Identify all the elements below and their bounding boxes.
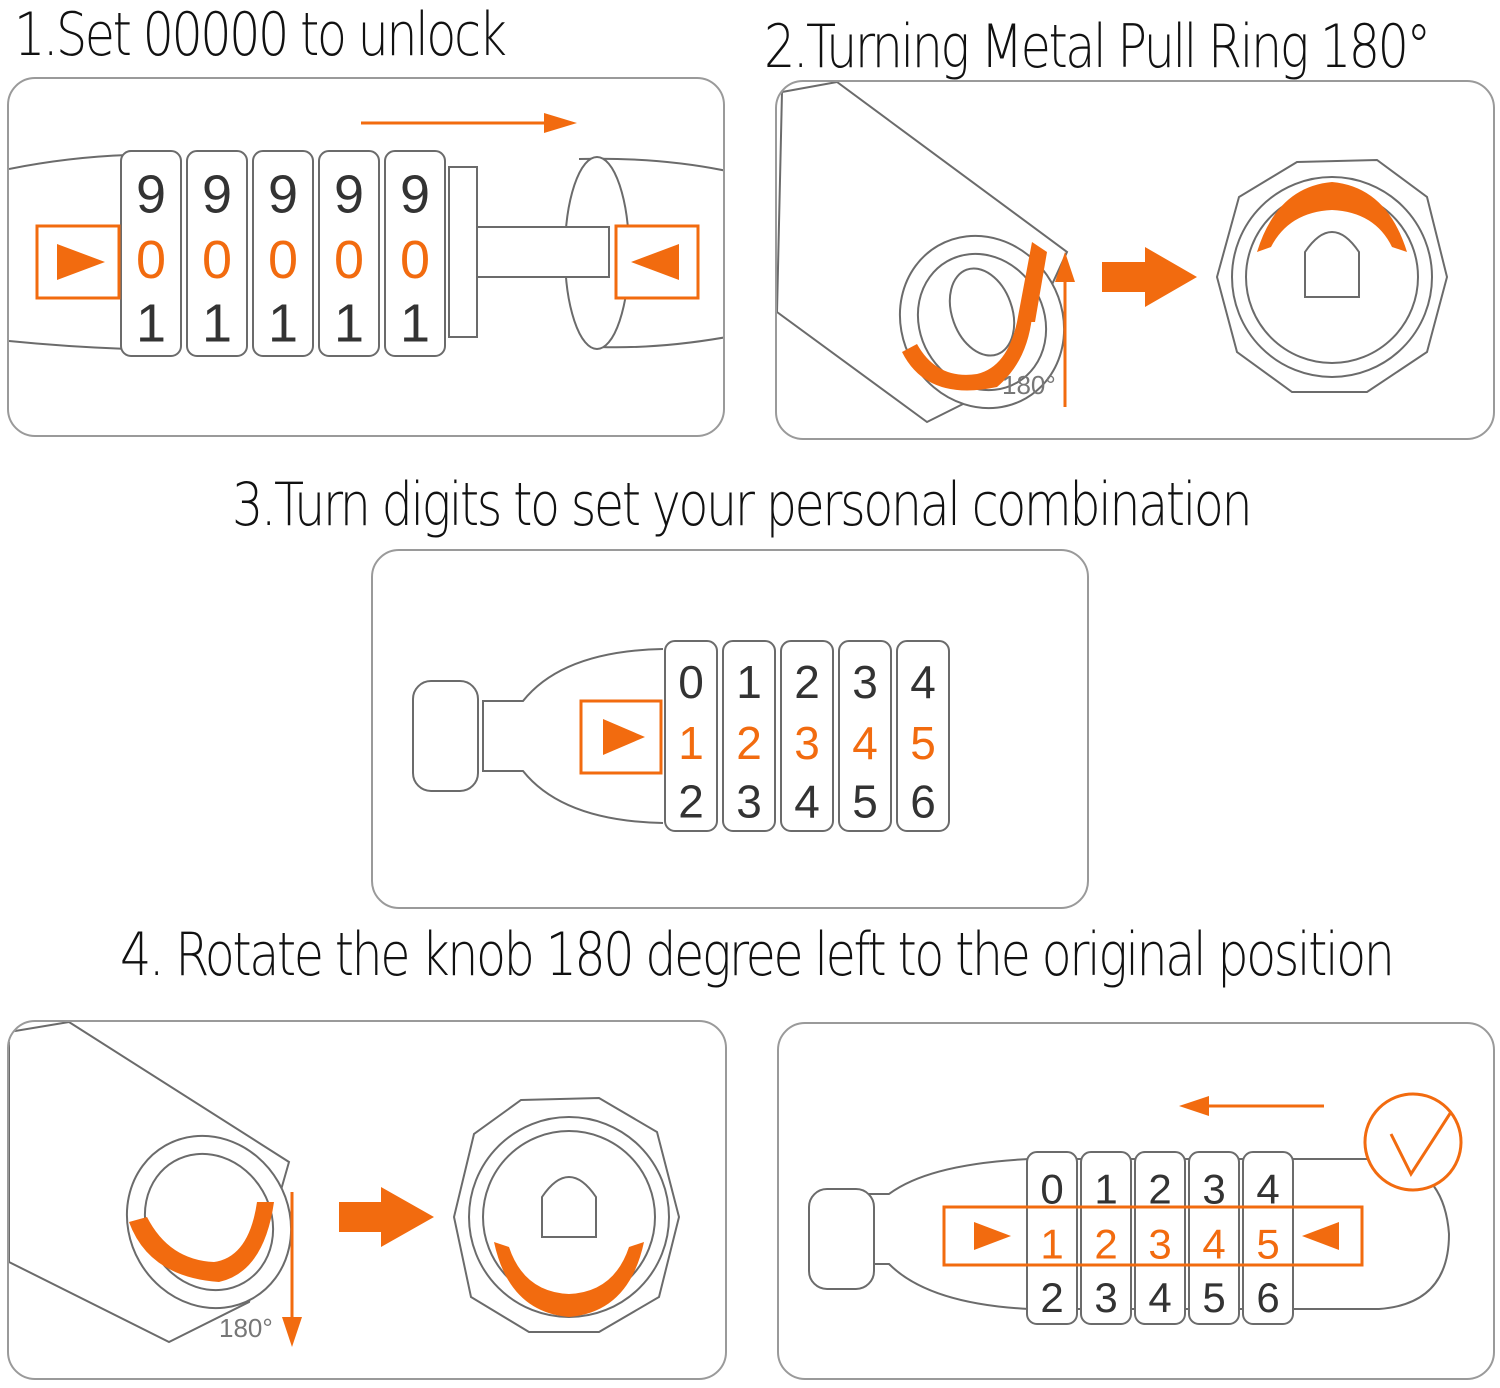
dial-digit: 2 — [678, 776, 704, 828]
dial-wheel[interactable] — [384, 150, 446, 357]
pull-ring-highlight — [129, 1202, 274, 1282]
dial-digit: 4 — [1148, 1274, 1171, 1321]
dial-digit: 5 — [910, 717, 936, 769]
step-3-title: 3.Turn digits to set your personal combi… — [232, 470, 1253, 540]
dial-digit: 2 — [1148, 1166, 1171, 1213]
step-2-title: 2.Turning Metal Pull Ring 180° — [764, 12, 1431, 82]
dial-digit: 1 — [334, 294, 364, 354]
check-circle-icon — [1363, 1092, 1463, 1192]
angle-label: 180° — [219, 1313, 273, 1343]
dial-digit: 4 — [910, 656, 936, 708]
dial-wheel[interactable] — [120, 150, 182, 357]
dial-digit: 5 — [1256, 1221, 1279, 1268]
step-4-panel-left: 180° — [7, 1020, 727, 1380]
dial-digit: 2 — [1040, 1274, 1063, 1321]
dial-wheel[interactable] — [186, 150, 248, 357]
dial-digit: 0 — [400, 230, 430, 290]
dial-digit: 0 — [136, 230, 166, 290]
dial-digit: 6 — [1256, 1274, 1279, 1321]
dial-digit: 3 — [1202, 1166, 1225, 1213]
dial-digit: 1 — [400, 294, 430, 354]
pointer-frame — [942, 1205, 1364, 1267]
dial-digit: 6 — [910, 776, 936, 828]
dial-wheel[interactable] — [1080, 1151, 1132, 1325]
knob — [412, 680, 479, 792]
dial-digit: 9 — [136, 165, 166, 225]
pointer-left-icon — [1302, 1222, 1339, 1250]
dial-digit: 5 — [1202, 1274, 1225, 1321]
dial-digit: 0 — [202, 230, 232, 290]
dial-wheel[interactable] — [896, 640, 950, 832]
dial-digit: 0 — [1040, 1166, 1063, 1213]
dial-digit: 9 — [334, 165, 364, 225]
dial-digit: 3 — [794, 717, 820, 769]
dial-digit: 4 — [1256, 1166, 1279, 1213]
dial-wheel[interactable] — [1026, 1151, 1078, 1325]
dial-digit: 1 — [1040, 1221, 1063, 1268]
step-2-illustration: 180° — [777, 82, 1449, 424]
pointer-right-icon — [579, 699, 663, 775]
pointer-right-icon — [974, 1222, 1011, 1250]
dial-digit: 4 — [852, 717, 878, 769]
dial-digit: 2 — [736, 717, 762, 769]
dial-digit: 5 — [852, 776, 878, 828]
dial-digit: 3 — [852, 656, 878, 708]
arrow-right-icon — [339, 1187, 434, 1247]
step-2-panel: 180° — [775, 80, 1495, 440]
dial-digit: 0 — [334, 230, 364, 290]
dial-wheel[interactable] — [838, 640, 892, 832]
dial-wheel[interactable] — [318, 150, 380, 357]
dial-digit: 1 — [202, 294, 232, 354]
dial-wheel[interactable] — [1188, 1151, 1240, 1325]
dial-wheel[interactable] — [252, 150, 314, 357]
pull-ring-highlight — [902, 317, 1032, 391]
knob — [808, 1188, 875, 1290]
dial-digit: 4 — [1202, 1221, 1225, 1268]
dial-wheel[interactable] — [1242, 1151, 1294, 1325]
dial-digit: 1 — [1094, 1166, 1117, 1213]
dial-digit: 0 — [678, 656, 704, 708]
pointer-right-icon — [35, 224, 121, 300]
dial-wheel[interactable] — [722, 640, 776, 832]
dial-wheel[interactable] — [1134, 1151, 1186, 1325]
step-4-rotate-illustration: 180° — [9, 1022, 681, 1347]
arrow-right-icon — [1102, 247, 1197, 307]
dial-digit: 3 — [1094, 1274, 1117, 1321]
dial-digit: 1 — [136, 294, 166, 354]
step-1-title: 1.Set 00000 to unlock — [14, 0, 507, 70]
dial-digit: 2 — [1094, 1221, 1117, 1268]
dial-digit: 1 — [678, 717, 704, 769]
dial-digit: 9 — [268, 165, 298, 225]
step-4-title: 4. Rotate the knob 180 degree left to th… — [120, 920, 1395, 990]
dial-digit: 1 — [736, 656, 762, 708]
dial-digit: 9 — [400, 165, 430, 225]
dial-digit: 2 — [794, 656, 820, 708]
dial-wheel[interactable] — [664, 640, 718, 832]
dial-digit: 3 — [736, 776, 762, 828]
dial-digit: 4 — [794, 776, 820, 828]
lock-body — [482, 648, 664, 824]
dial-digit: 0 — [268, 230, 298, 290]
dial-digit: 1 — [268, 294, 298, 354]
dial-digit: 3 — [1148, 1221, 1171, 1268]
angle-label: 180° — [1002, 370, 1056, 400]
dial-digit: 9 — [202, 165, 232, 225]
dial-wheel[interactable] — [780, 640, 834, 832]
